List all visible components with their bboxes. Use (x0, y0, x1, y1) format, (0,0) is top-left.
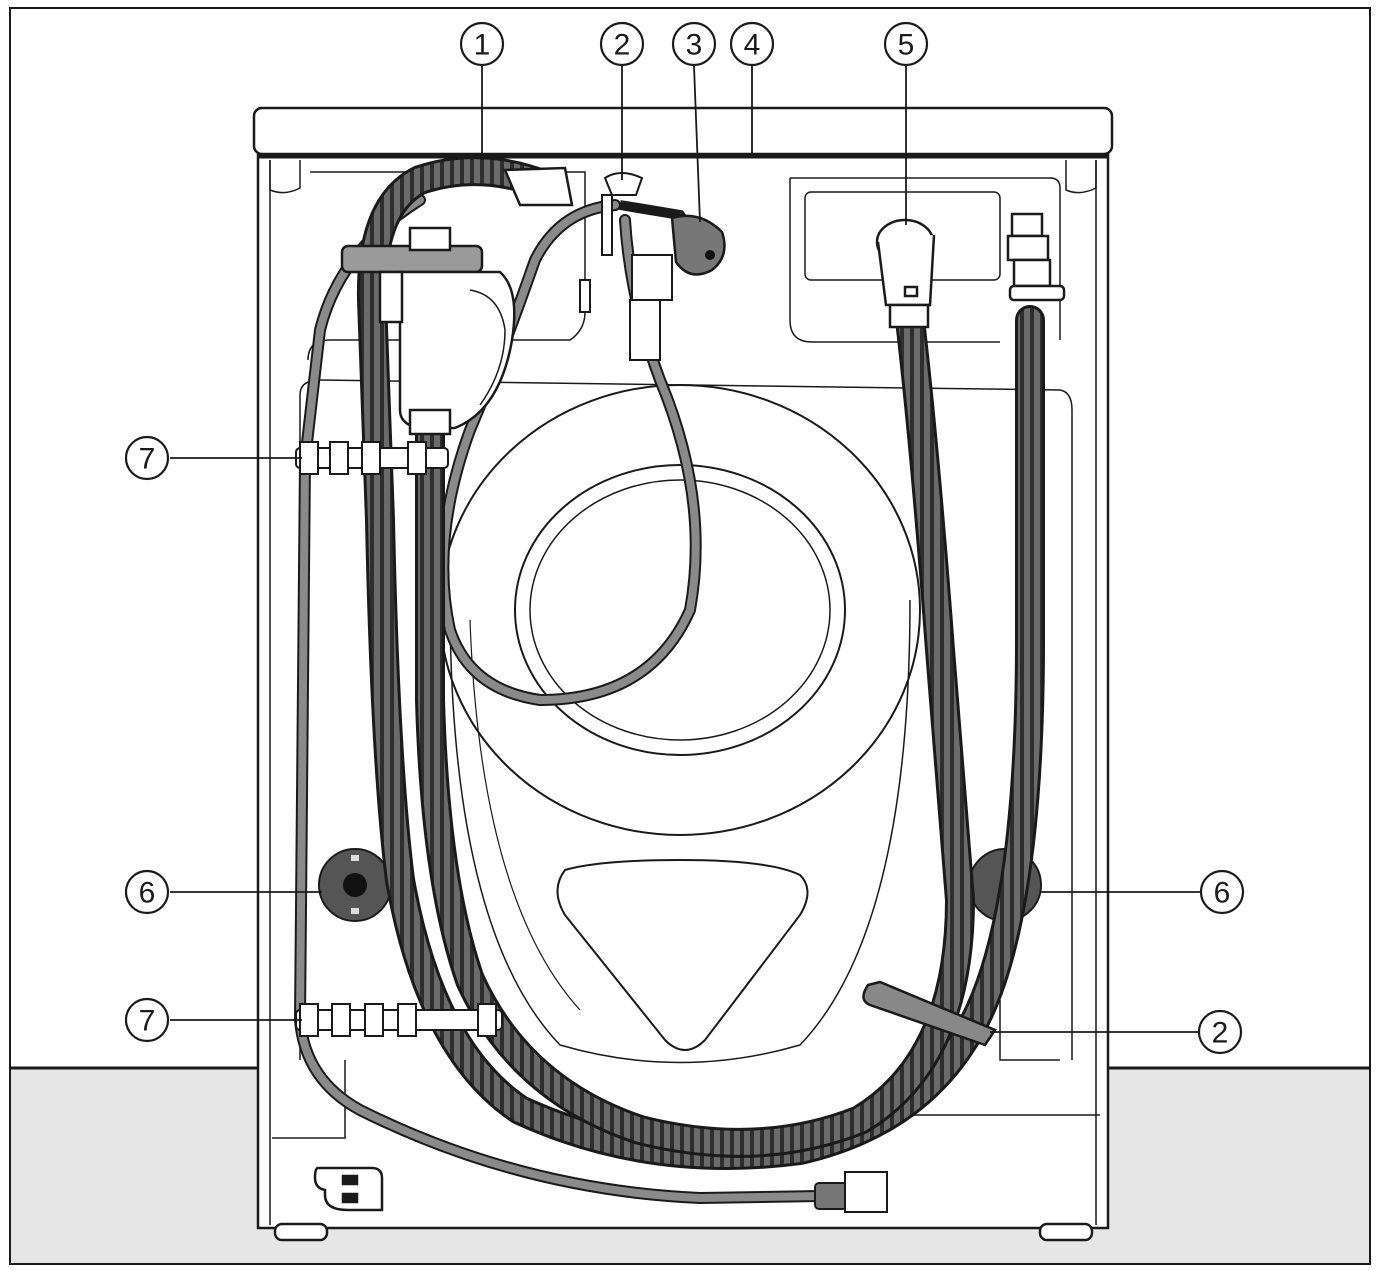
svg-text:3: 3 (686, 29, 703, 62)
callout-7-upper: 7 (124, 435, 170, 481)
hose-connector-top (503, 166, 574, 207)
cable-clips-lower (295, 1003, 503, 1037)
svg-text:2: 2 (1212, 1017, 1229, 1050)
inlet-tap-connector (1006, 212, 1066, 302)
foot-right (1038, 1222, 1094, 1242)
drum-middle (514, 464, 846, 756)
callout-2-top: 2 (599, 21, 645, 67)
back-panel (307, 171, 586, 361)
svg-text:7: 7 (139, 443, 156, 476)
power-socket (313, 1166, 384, 1212)
hoses (356, 156, 1045, 1170)
svg-text:5: 5 (898, 29, 915, 62)
svg-text:6: 6 (139, 877, 156, 910)
svg-text:4: 4 (744, 29, 761, 62)
top-lid (252, 106, 1114, 156)
transport-bolt-left (318, 848, 392, 922)
callout-7-lower: 7 (124, 997, 170, 1043)
cable-clips-upper (295, 441, 449, 475)
foot-left (273, 1222, 329, 1242)
service-hatch (556, 858, 809, 1051)
svg-text:2: 2 (614, 29, 631, 62)
callout-3: 3 (671, 21, 717, 67)
aquastop-valve (340, 226, 516, 436)
drain-outlet-elbow (875, 218, 936, 329)
callout-6-right: 6 (1199, 869, 1245, 915)
svg-text:1: 1 (474, 29, 491, 62)
callout-6-left: 6 (124, 869, 170, 915)
hose-holder-bottom (862, 980, 997, 1047)
svg-text:7: 7 (139, 1005, 156, 1038)
svg-text:6: 6 (1214, 877, 1231, 910)
mains-connector (814, 1171, 888, 1213)
callout-1: 1 (459, 21, 505, 67)
callout-2-bottom: 2 (1197, 1009, 1243, 1055)
leader-lines (170, 65, 1200, 1033)
hose-holder-top (579, 172, 673, 361)
drum-inner (529, 479, 831, 741)
callout-5: 5 (883, 21, 929, 67)
callout-4: 4 (729, 21, 775, 67)
